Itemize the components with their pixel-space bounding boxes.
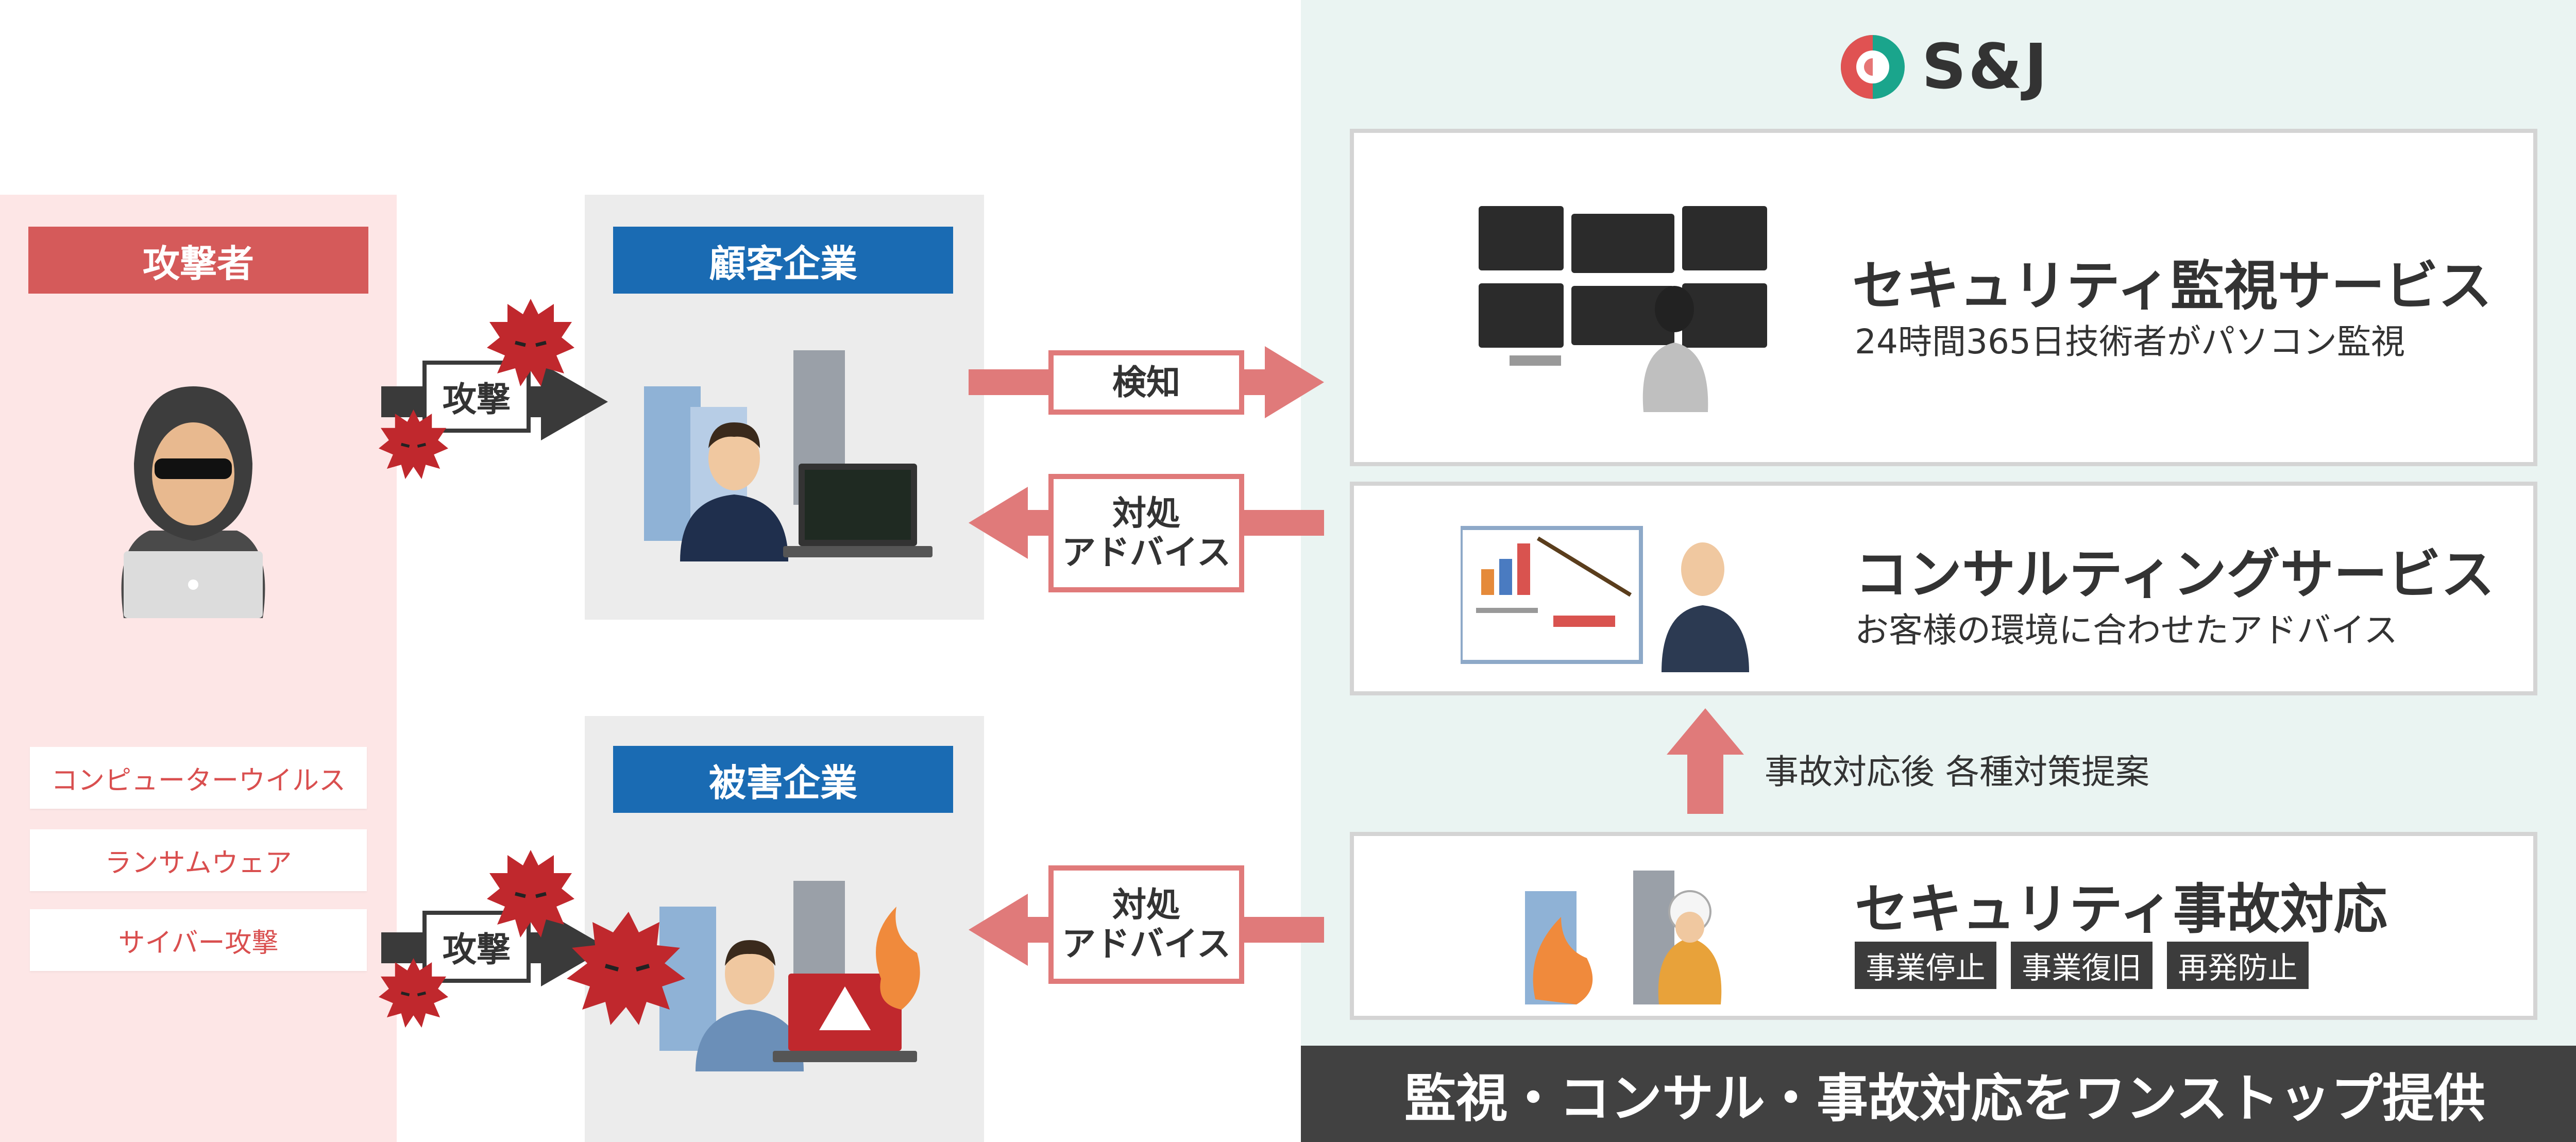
sj-logo-icon xyxy=(1841,35,1905,99)
victim-title: 被害企業 xyxy=(613,746,953,813)
attacker-title: 攻撃者 xyxy=(28,227,368,294)
advice-line1: 対処 xyxy=(1112,493,1180,534)
victim-illustration xyxy=(567,881,920,1071)
consulting-illustration xyxy=(1461,526,1749,672)
threat-ransomware: ランサムウェア xyxy=(30,829,367,891)
advice-label-bottom: 対処 アドバイス xyxy=(1048,865,1244,984)
virus-icon xyxy=(379,410,448,479)
attack-label-bottom: 攻撃 xyxy=(422,911,531,983)
monitoring-title: セキュリティ監視サービス xyxy=(1852,254,2492,317)
attacker-panel xyxy=(0,195,397,1142)
tag-business-recovery: 事業復旧 xyxy=(2011,942,2153,989)
sj-logo: S&J xyxy=(1839,31,2049,103)
up-arrow xyxy=(1667,708,1744,814)
advice-label-top: 対処 アドバイス xyxy=(1048,474,1244,592)
tag-recurrence-prevention: 再発防止 xyxy=(2167,942,2309,989)
advice-line2: アドバイス xyxy=(1061,924,1231,964)
consulting-title: コンサルティングサービス xyxy=(1855,543,2495,606)
footer-banner: 監視・コンサル・事故対応をワンストップ提供 xyxy=(1301,1046,2576,1142)
virus-icon xyxy=(487,850,574,938)
after-incident-label: 事故対応後 各種対策提案 xyxy=(1765,752,2149,792)
sj-logo-text: S&J xyxy=(1922,31,2049,103)
incident-title: セキュリティ事故対応 xyxy=(1855,878,2387,941)
incident-illustration xyxy=(1525,871,1722,1004)
monitoring-illustration xyxy=(1479,206,1767,412)
customer-illustration xyxy=(644,350,933,561)
hacker-illustration xyxy=(121,386,265,618)
customer-title: 顧客企業 xyxy=(613,227,953,294)
advice-line1: 対処 xyxy=(1112,885,1180,925)
consulting-subtitle: お客様の環境に合わせたアドバイス xyxy=(1855,610,2398,650)
virus-icon xyxy=(379,958,448,1028)
attack-label-top: 攻撃 xyxy=(422,361,531,433)
threat-virus: コンピューターウイルス xyxy=(30,747,367,809)
detect-label: 検知 xyxy=(1048,350,1244,415)
advice-line2: アドバイス xyxy=(1061,533,1231,572)
threat-cyber-attack: サイバー攻撃 xyxy=(30,909,367,971)
virus-icon xyxy=(487,299,574,386)
tag-business-stop: 事業停止 xyxy=(1855,942,1996,989)
monitoring-subtitle: 24時間365日技術者がパソコン監視 xyxy=(1855,322,2405,362)
